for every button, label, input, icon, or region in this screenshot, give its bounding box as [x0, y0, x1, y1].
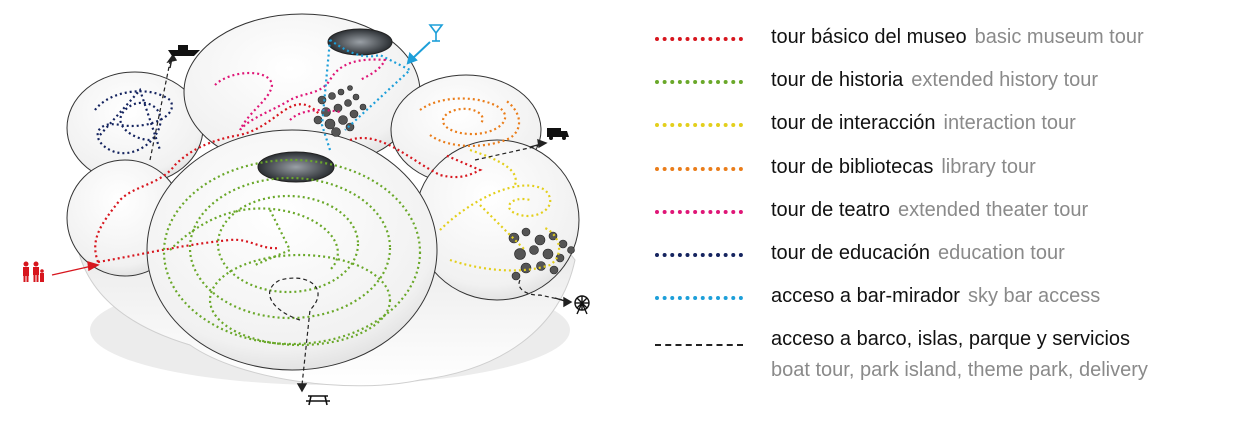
- path-library-tour: [419, 97, 521, 147]
- legend-swatch: [655, 123, 743, 128]
- legend-item: tour de interacción interaction tour: [655, 106, 1245, 149]
- skylight-top: [327, 28, 393, 56]
- legend-label: tour de interacción interaction tour: [771, 111, 1076, 135]
- tour-legend: tour básico del museo basic museum tour t…: [655, 20, 1245, 382]
- legend-label-en: basic museum tour: [974, 26, 1144, 48]
- legend-item: tour de teatro extended theater tour: [655, 193, 1245, 236]
- path-basic-museum-tour: [94, 103, 483, 264]
- legend-swatch: [655, 296, 743, 301]
- path-extended-history-tour: [162, 158, 422, 347]
- legend-item: acceso a barco, islas, parque y servicio…: [655, 322, 1245, 382]
- legend-label: tour de historia extended history tour: [771, 68, 1098, 92]
- legend-swatch: [655, 344, 743, 347]
- legend-label-es: tour de interacción: [771, 112, 936, 135]
- access-arrows: [166, 53, 573, 393]
- legend-label-en: library tour: [941, 155, 1036, 178]
- legend-label: tour de teatro extended theater tour: [771, 198, 1088, 222]
- legend-swatch: [655, 80, 743, 85]
- legend-item: tour de educación education tour: [655, 236, 1245, 279]
- sky-bar-arrow: [406, 41, 431, 65]
- legend-label-es: tour de historia: [771, 69, 904, 92]
- legend-label-es: tour de teatro: [771, 198, 890, 221]
- legend-swatch: [655, 37, 743, 41]
- visitors-icon: [23, 261, 44, 282]
- path-theater-tour: [214, 58, 387, 131]
- picnic-table-icon: [306, 395, 330, 406]
- path-education-tour: [94, 87, 173, 155]
- museum-tour-diagram: [23, 13, 590, 406]
- legend-label: tour básico del museo basic museum tour: [771, 25, 1144, 49]
- ferris-wheel-icon: [574, 295, 590, 315]
- legend-label: acceso a bar-mirador sky bar access: [771, 284, 1100, 308]
- legend-swatch: [655, 252, 743, 257]
- legend-label-en: boat tour, park island, theme park, deli…: [771, 359, 1148, 382]
- legend-label-en: interaction tour: [943, 112, 1076, 135]
- path-sky-bar-access: [320, 39, 412, 151]
- legend-label-en: sky bar access: [967, 285, 1101, 308]
- top-dome-windows: [313, 85, 367, 137]
- legend-label: acceso a barco, islas, parque y servicio…: [771, 327, 1148, 382]
- legend-label-es: tour de bibliotecas: [771, 155, 934, 178]
- legend-label: tour de educación education tour: [771, 241, 1065, 265]
- legend-label-en: education tour: [938, 241, 1065, 264]
- legend-item: acceso a bar-mirador sky bar access: [655, 279, 1245, 322]
- legend-item: tour de bibliotecas library tour: [655, 150, 1245, 193]
- path-services-access: [149, 61, 573, 386]
- legend-label: tour de bibliotecas library tour: [771, 155, 1036, 179]
- legend-swatch: [655, 209, 743, 214]
- legend-label-es: acceso a bar-mirador: [771, 285, 960, 308]
- legend-label-es: tour básico del museo: [771, 26, 967, 48]
- boat-icon: [168, 45, 200, 56]
- right-dome-windows: [508, 227, 575, 281]
- visitor-entry-arrow: [51, 261, 100, 276]
- legend-label-en: extended theater tour: [897, 198, 1089, 221]
- delivery-truck-icon: [547, 128, 569, 140]
- legend-label-es: tour de educación: [771, 241, 931, 264]
- skylight-main: [257, 151, 335, 183]
- legend-label-es: acceso a barco, islas, parque y servicio…: [771, 328, 1131, 351]
- cocktail-glass-icon: [428, 24, 444, 42]
- legend-swatch: [655, 166, 743, 171]
- legend-item: tour de historia extended history tour: [655, 63, 1245, 106]
- dome-interaction: [414, 139, 580, 301]
- legend-label-en: extended history tour: [911, 69, 1099, 92]
- dome-main-history: [146, 129, 438, 371]
- legend-item: tour básico del museo basic museum tour: [655, 20, 1245, 63]
